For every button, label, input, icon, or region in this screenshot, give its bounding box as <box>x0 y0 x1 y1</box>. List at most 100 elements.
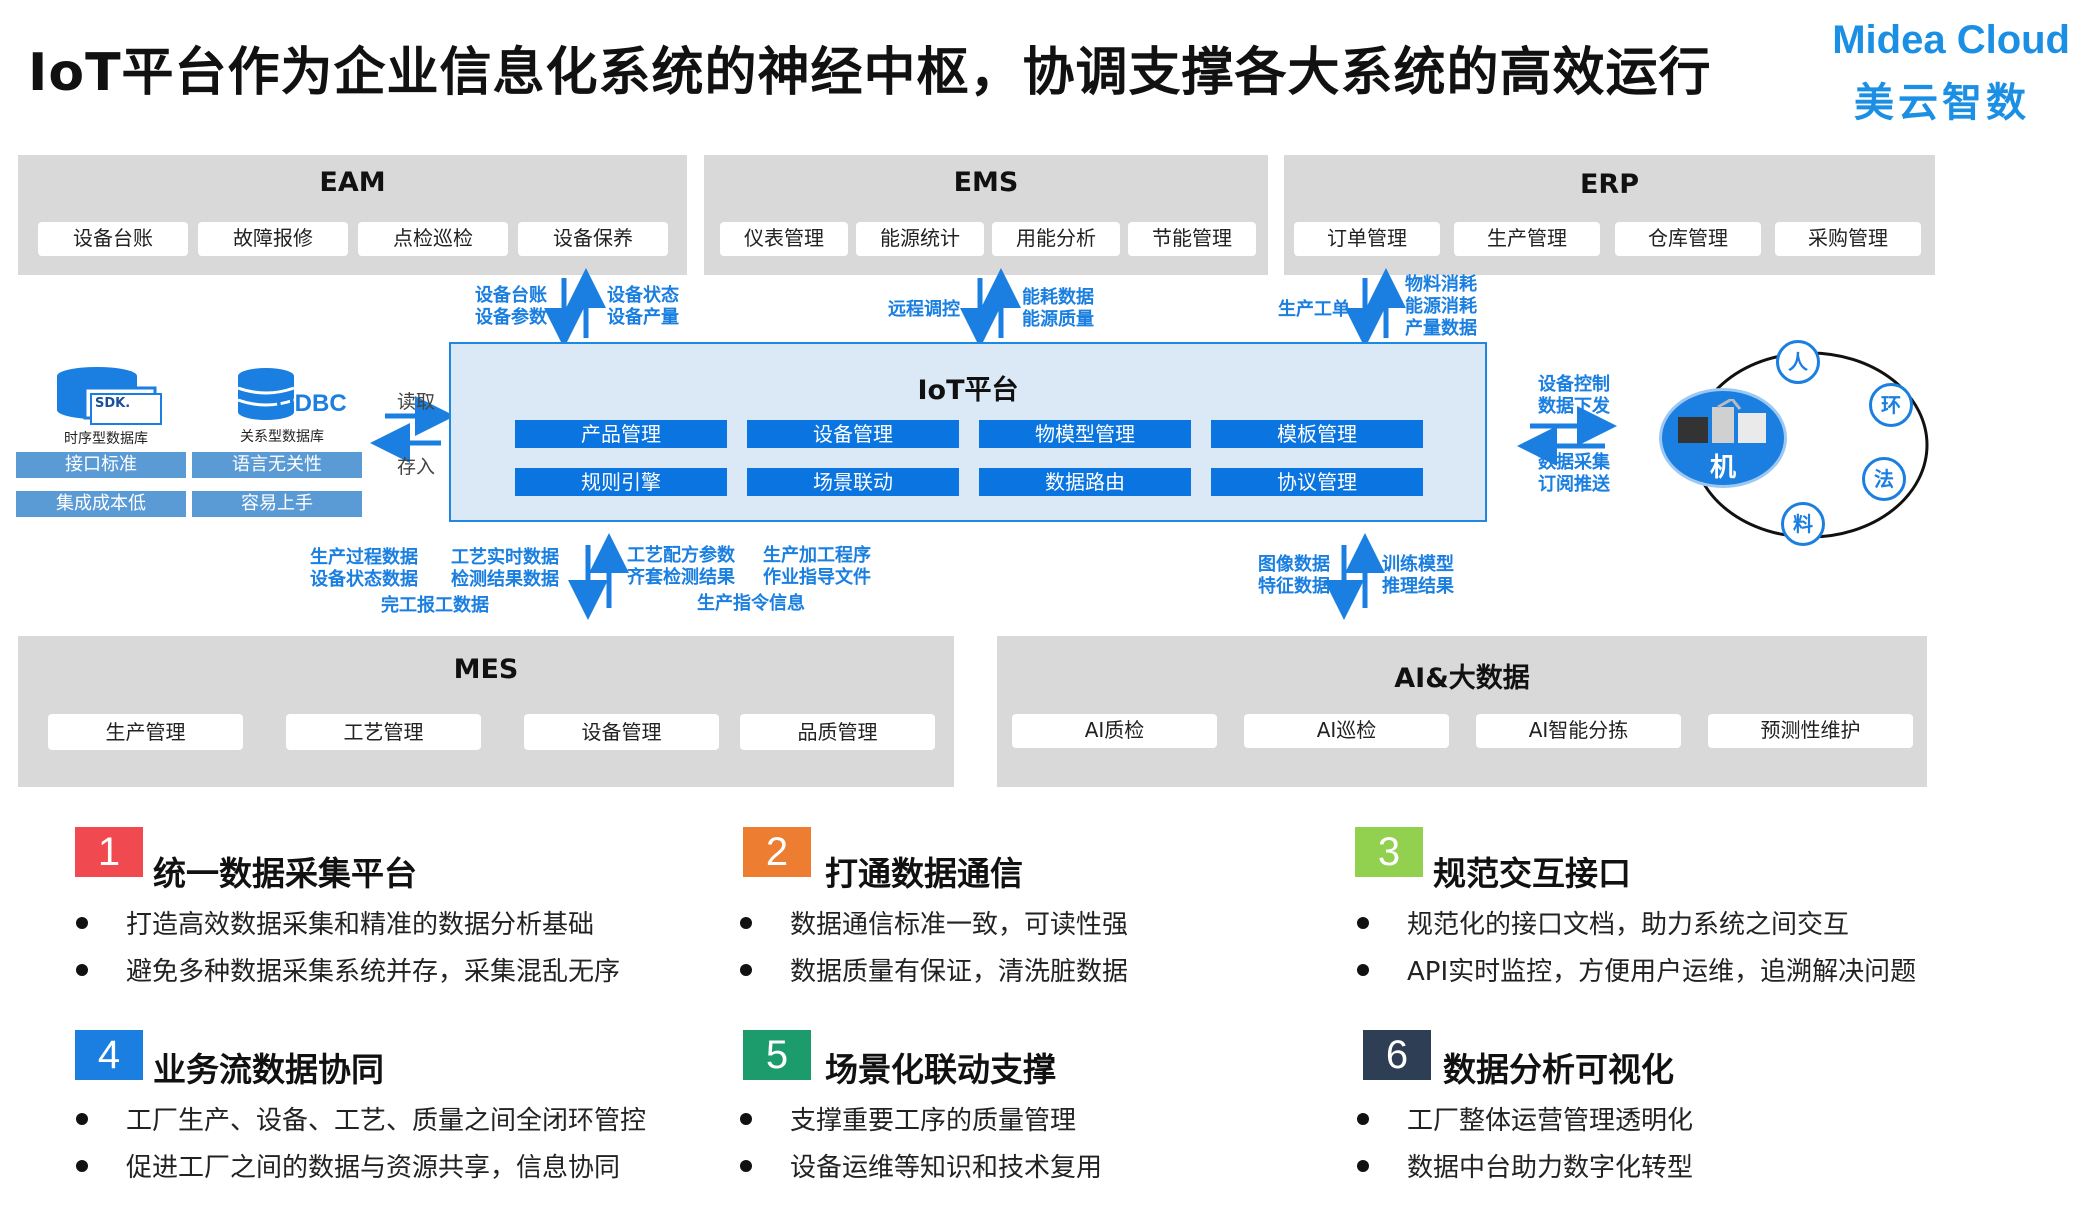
feature-bullet: 支撑重要工序的质量管理 <box>740 1100 1076 1137</box>
feature-low-cost: 集成成本低 <box>16 491 186 517</box>
right-in-labels: 数据采集 订阅推送 <box>1500 452 1610 496</box>
flow-label: 设备台账 <box>475 285 547 306</box>
person-node: 人 <box>1776 340 1820 384</box>
feature-bullet: 避免多种数据采集系统并存，采集混乱无序 <box>76 951 620 988</box>
eam-down-labels: 设备台账 设备参数 <box>440 285 547 329</box>
ems-down-labels: 远程调控 <box>860 299 960 321</box>
feature-bullet: 工厂整体运营管理透明化 <box>1357 1100 1693 1137</box>
erp-item: 仓库管理 <box>1615 222 1761 256</box>
odbc-label: ODBC <box>276 390 347 417</box>
flow-label: 设备状态数据 <box>310 569 418 590</box>
eam-up-labels: 设备状态 设备产量 <box>607 285 679 329</box>
eam-panel: EAM 设备台账 故障报修 点检巡检 设备保养 <box>18 155 687 275</box>
db1-caption: 时序型数据库 <box>64 431 148 447</box>
mes-title: MES <box>453 654 519 685</box>
feature-number: 6 <box>1363 1030 1431 1080</box>
machine-icon <box>1678 399 1766 443</box>
flow-label: 推理结果 <box>1382 576 1454 597</box>
mes-item: 品质管理 <box>740 714 935 750</box>
db2-caption: 关系型数据库 <box>240 429 324 445</box>
feature-title: 业务流数据协同 <box>153 1050 384 1089</box>
flow-label: 物料消耗 <box>1405 274 1477 295</box>
page-title: IoT平台作为企业信息化系统的神经中枢，协调支撑各大系统的高效运行 <box>28 43 1712 103</box>
eam-item: 点检巡检 <box>358 222 508 256</box>
flow-label: 设备产量 <box>607 307 679 328</box>
mes-item: 工艺管理 <box>286 714 481 750</box>
feature-easy-start: 容易上手 <box>192 491 362 517</box>
feature-bullet: 工厂生产、设备、工艺、质量之间全闭环管控 <box>76 1100 646 1137</box>
ems-item: 仪表管理 <box>720 222 848 256</box>
module-template-mgmt: 模板管理 <box>1211 420 1423 448</box>
machine-circle: 机 <box>1659 388 1787 488</box>
iot-platform: IoT平台 产品管理 设备管理 物模型管理 模板管理 规则引擎 场景联动 数据路… <box>449 342 1487 522</box>
flow-label: 图像数据 <box>1258 554 1330 575</box>
ems-up-labels: 能耗数据 能源质量 <box>1022 287 1094 331</box>
ai-flow-up: 图像数据 特征数据 <box>1230 554 1330 598</box>
feature-language-agnostic: 语言无关性 <box>192 452 362 478</box>
module-thing-model: 物模型管理 <box>979 420 1191 448</box>
flow-label: 训练模型 <box>1382 554 1454 575</box>
ai-item: AI智能分拣 <box>1476 714 1681 748</box>
feature-bullet: 规范化的接口文档，助力系统之间交互 <box>1357 904 1849 941</box>
erp-title: ERP <box>1579 169 1640 200</box>
mes-item: 设备管理 <box>524 714 719 750</box>
erp-item: 生产管理 <box>1454 222 1600 256</box>
flow-label: 能耗数据 <box>1022 287 1094 308</box>
module-product-mgmt: 产品管理 <box>515 420 727 448</box>
feature-number: 3 <box>1355 827 1423 877</box>
module-rule-engine: 规则引擎 <box>515 468 727 496</box>
flow-label: 能源质量 <box>1022 309 1094 330</box>
ems-title: EMS <box>953 167 1019 198</box>
flow-label: 生产加工程序 <box>763 545 871 566</box>
feature-title: 统一数据采集平台 <box>153 854 417 893</box>
ems-panel: EMS 仪表管理 能源统计 用能分析 节能管理 <box>704 155 1268 275</box>
logo-text-en: Midea Cloud <box>1832 18 2070 62</box>
flow-label: 能源消耗 <box>1405 296 1477 317</box>
flow-label: 生产过程数据 <box>310 547 418 568</box>
eam-item: 设备保养 <box>518 222 668 256</box>
module-device-mgmt: 设备管理 <box>747 420 959 448</box>
flow-label: 数据下发 <box>1538 396 1610 417</box>
module-data-routing: 数据路由 <box>979 468 1191 496</box>
mes-flow-row3b: 生产指令信息 <box>697 593 805 614</box>
feature-bullet: 数据通信标准一致，可读性强 <box>740 904 1128 941</box>
eam-title: EAM <box>319 167 386 198</box>
flow-label: 设备参数 <box>475 307 547 328</box>
material-node: 料 <box>1781 502 1825 546</box>
feature-bullet: API实时监控，方便用户运维，追溯解决问题 <box>1357 951 1916 988</box>
flow-label: 生产工单 <box>1278 299 1350 320</box>
sdk-label: SDK. <box>95 396 131 411</box>
feature-number: 5 <box>743 1030 811 1080</box>
eam-item: 故障报修 <box>198 222 348 256</box>
method-node: 法 <box>1862 457 1906 501</box>
sdk-database-icon: SDK. <box>55 366 165 426</box>
eam-item: 设备台账 <box>38 222 188 256</box>
erp-item: 采购管理 <box>1775 222 1921 256</box>
erp-down-labels: 生产工单 <box>1250 299 1350 321</box>
mes-item: 生产管理 <box>48 714 243 750</box>
ai-flow-down: 训练模型 推理结果 <box>1382 554 1454 598</box>
feature-title: 打通数据通信 <box>825 854 1023 893</box>
feature-title: 数据分析可视化 <box>1443 1050 1674 1089</box>
iot-title: IoT平台 <box>917 375 1019 406</box>
mes-flow-col3: 工艺配方参数 齐套检测结果 <box>627 545 735 589</box>
feature-bullet: 促进工厂之间的数据与资源共享，信息协同 <box>76 1147 620 1184</box>
flow-label: 远程调控 <box>888 299 960 320</box>
logo-text-cn: 美云智数 <box>1854 80 2030 126</box>
feature-title: 场景化联动支撑 <box>825 1050 1056 1089</box>
environment-node: 环 <box>1869 383 1913 427</box>
ems-item: 节能管理 <box>1128 222 1256 256</box>
feature-title: 规范交互接口 <box>1433 854 1631 893</box>
mes-flow-col2: 工艺实时数据 检测结果数据 <box>451 547 559 591</box>
feature-bullet: 设备运维等知识和技术复用 <box>740 1147 1102 1184</box>
mes-flow-row3: 完工报工数据 <box>381 595 489 616</box>
flow-label: 齐套检测结果 <box>627 567 735 588</box>
ai-bigdata-panel: AI&大数据 AI质检 AI巡检 AI智能分拣 预测性维护 <box>997 636 1927 787</box>
midea-cloud-logo: Midea Cloud 美云智数 <box>1810 16 2070 126</box>
feature-number: 4 <box>75 1030 143 1080</box>
ems-item: 能源统计 <box>856 222 984 256</box>
machine-label: 机 <box>1709 453 1736 483</box>
mes-flow-col4: 生产加工程序 作业指导文件 <box>763 545 871 589</box>
read-label: 读取 <box>397 391 436 413</box>
feature-interface-standard: 接口标准 <box>16 452 186 478</box>
